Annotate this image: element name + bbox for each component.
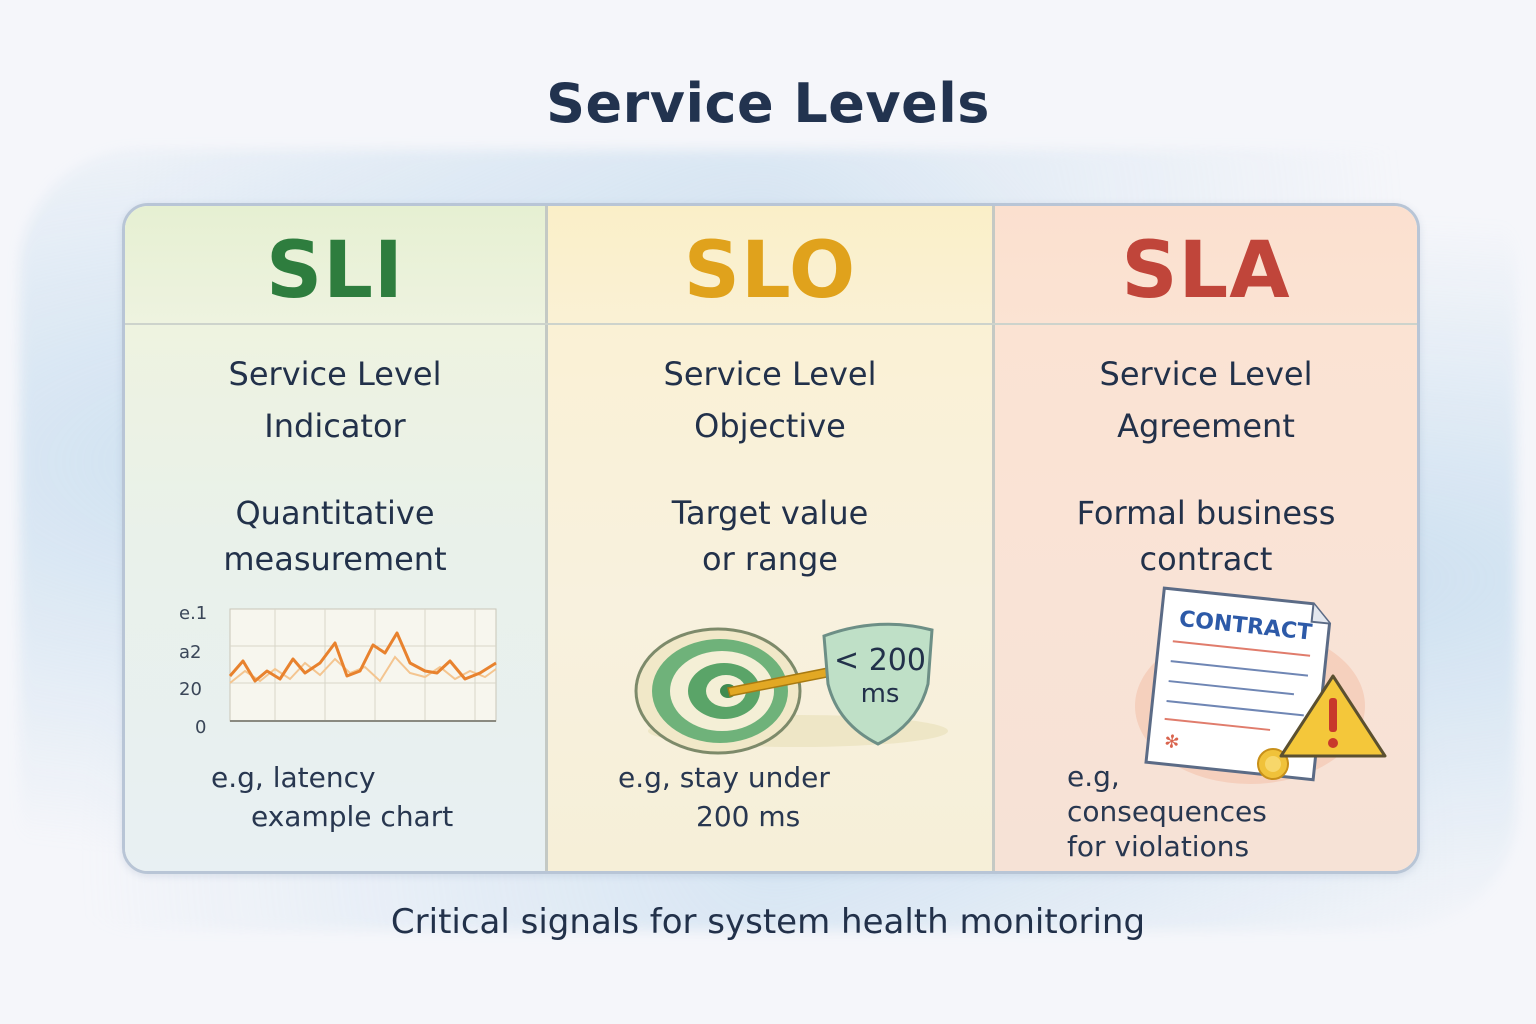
slo-description: Target value or range [548,490,992,582]
slo-example-line2: 200 ms [696,800,801,833]
slo-heading: SLO [683,226,857,316]
sli-desc-line2: measurement [223,540,447,578]
sli-full-name: Service Level Indicator [125,348,545,452]
sli-desc-line1: Quantitative [235,494,435,532]
sla-example-line2: consequences [1067,795,1267,828]
sla-desc-line2: contract [1139,540,1273,578]
sla-desc-line1: Formal business [1076,494,1336,532]
slo-name-line2: Objective [694,407,846,445]
slo-column: SLO Service Level Objective Target value… [548,206,992,871]
sli-chart-tick-1: e.1 [179,603,207,624]
sli-chart-tick-2: a2 [179,642,201,663]
target-shield-icon: < 200 ms [634,622,948,755]
sli-name-line2: Indicator [264,407,406,445]
slo-example-line1: e.g, stay under [618,761,830,794]
sli-column: SLI Service Level Indicator Quantitative… [125,206,545,871]
sla-column: SLA Service Level Agreement Formal busin… [995,206,1417,871]
sla-description: Formal business contract [995,490,1417,582]
line-chart-icon: e.1 a2 20 0 [179,603,497,738]
column-divider-2 [992,206,995,871]
sli-example-line1: e.g, latency [211,761,376,794]
sla-name-line1: Service Level [1099,355,1313,393]
page-title: Service Levels [546,72,990,135]
slo-full-name: Service Level Objective [548,348,992,452]
slo-badge-unit: ms [861,679,900,709]
sla-heading: SLA [1121,226,1291,316]
sla-full-name: Service Level Agreement [995,348,1417,452]
sla-example-line3: for violations [1067,830,1250,863]
header-divider [125,323,1417,325]
slo-name-line1: Service Level [663,355,877,393]
column-divider-1 [545,206,548,871]
sla-example: e.g, consequences for violations [1067,759,1267,864]
sli-description: Quantitative measurement [125,490,545,582]
sla-example-line1: e.g, [1067,760,1120,793]
contract-warning-icon: CONTRACT ✻ [1135,586,1387,784]
footer-caption: Critical signals for system health monit… [390,902,1146,942]
slo-badge-value: < 200 [834,643,926,678]
sli-name-line1: Service Level [228,355,442,393]
sli-heading: SLI [266,226,404,316]
sli-chart-tick-3: 20 [179,679,202,700]
sla-name-line2: Agreement [1117,407,1295,445]
svg-text:✻: ✻ [1163,731,1180,753]
slo-desc-line2: or range [702,540,838,578]
service-levels-panel: SLI Service Level Indicator Quantitative… [122,203,1420,874]
sli-example-line2: example chart [251,800,454,833]
slo-desc-line1: Target value [671,494,869,532]
sli-chart-tick-4: 0 [195,717,206,738]
